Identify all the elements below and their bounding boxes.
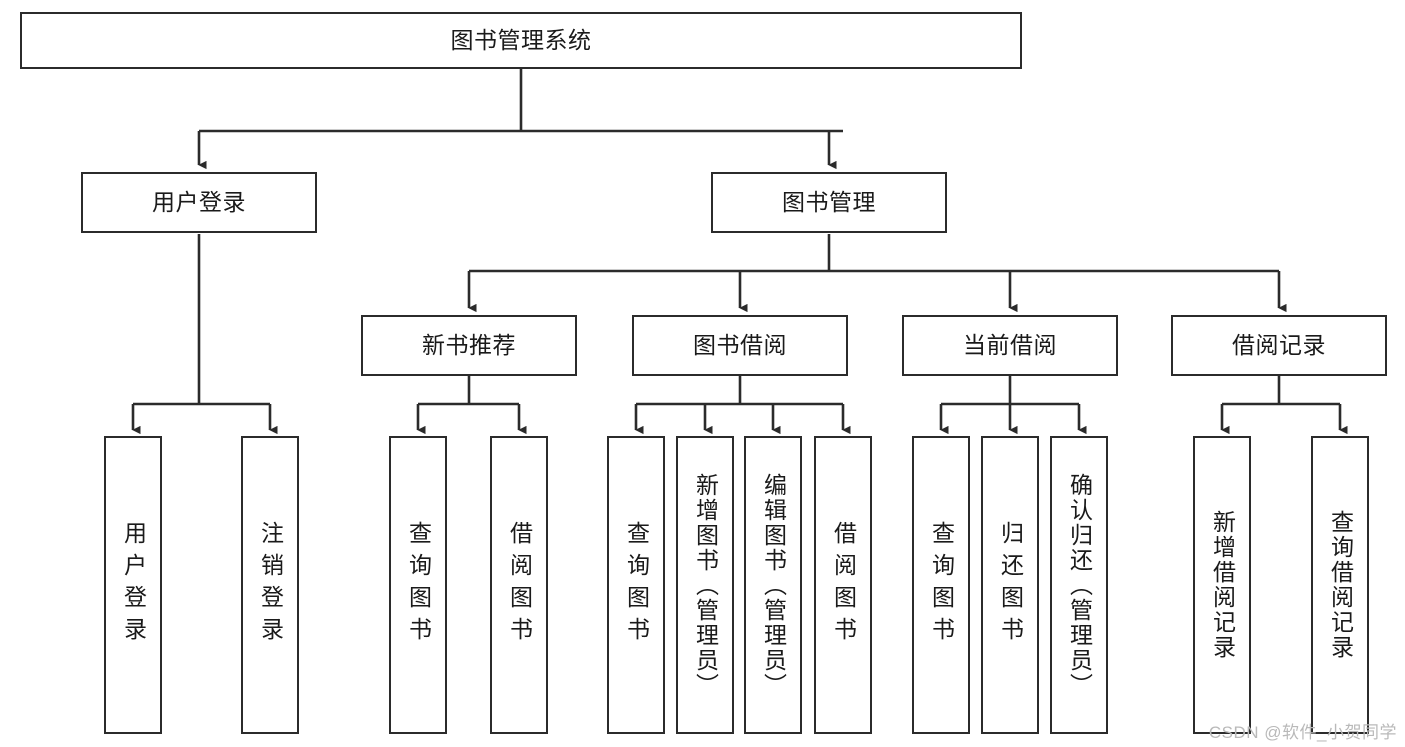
node-new-book-recommend[interactable]: 新书推荐	[361, 315, 577, 376]
node-leaf-add-book-label: 新增图书（管理员）	[692, 472, 719, 698]
node-leaf-borrow-book-borrow[interactable]: 借阅图书	[814, 436, 872, 734]
node-leaf-borrow-book-new[interactable]: 借阅图书	[490, 436, 548, 734]
node-leaf-borrow-book-borrow-label: 借阅图书	[830, 521, 857, 649]
node-leaf-confirm-return-label: 确认归还（管理员）	[1066, 472, 1093, 698]
node-leaf-query-book-current[interactable]: 查询图书	[912, 436, 970, 734]
node-leaf-add-book[interactable]: 新增图书（管理员）	[676, 436, 734, 734]
csdn-watermark: CSDN @软件_小贺同学	[1208, 723, 1397, 742]
node-leaf-query-book-borrow[interactable]: 查询图书	[607, 436, 665, 734]
node-borrow-record[interactable]: 借阅记录	[1171, 315, 1387, 376]
node-leaf-return-book[interactable]: 归还图书	[981, 436, 1039, 734]
node-leaf-query-book-current-label: 查询图书	[928, 521, 955, 649]
node-book-borrow[interactable]: 图书借阅	[632, 315, 848, 376]
node-leaf-query-borrow-record[interactable]: 查询借阅记录	[1311, 436, 1369, 734]
node-leaf-user-login-label: 用户登录	[120, 521, 147, 649]
node-book-manage[interactable]: 图书管理	[711, 172, 947, 233]
node-leaf-confirm-return[interactable]: 确认归还（管理员）	[1050, 436, 1108, 734]
node-user-login[interactable]: 用户登录	[81, 172, 317, 233]
node-leaf-edit-book-label: 编辑图书（管理员）	[760, 472, 787, 698]
node-new-book-recommend-label: 新书推荐	[422, 331, 516, 358]
node-root-system[interactable]: 图书管理系统	[20, 12, 1022, 69]
node-leaf-edit-book[interactable]: 编辑图书（管理员）	[744, 436, 802, 734]
node-leaf-add-borrow-record-label: 新增借阅记录	[1209, 510, 1236, 660]
node-leaf-borrow-book-new-label: 借阅图书	[506, 521, 533, 649]
node-leaf-add-borrow-record[interactable]: 新增借阅记录	[1193, 436, 1251, 734]
node-leaf-query-book-new[interactable]: 查询图书	[389, 436, 447, 734]
node-leaf-return-book-label: 归还图书	[997, 521, 1024, 649]
node-current-borrow[interactable]: 当前借阅	[902, 315, 1118, 376]
node-leaf-query-borrow-record-label: 查询借阅记录	[1327, 510, 1354, 660]
node-book-borrow-label: 图书借阅	[693, 331, 787, 358]
node-leaf-query-book-new-label: 查询图书	[405, 521, 432, 649]
node-leaf-logout-login[interactable]: 注销登录	[241, 436, 299, 734]
node-leaf-logout-login-label: 注销登录	[257, 521, 284, 649]
node-leaf-user-login[interactable]: 用户登录	[104, 436, 162, 734]
node-user-login-label: 用户登录	[152, 188, 246, 215]
node-borrow-record-label: 借阅记录	[1232, 331, 1326, 358]
node-leaf-query-book-borrow-label: 查询图书	[623, 521, 650, 649]
node-current-borrow-label: 当前借阅	[963, 331, 1057, 358]
node-book-manage-label: 图书管理	[782, 188, 876, 215]
node-root-system-label: 图书管理系统	[450, 26, 592, 53]
